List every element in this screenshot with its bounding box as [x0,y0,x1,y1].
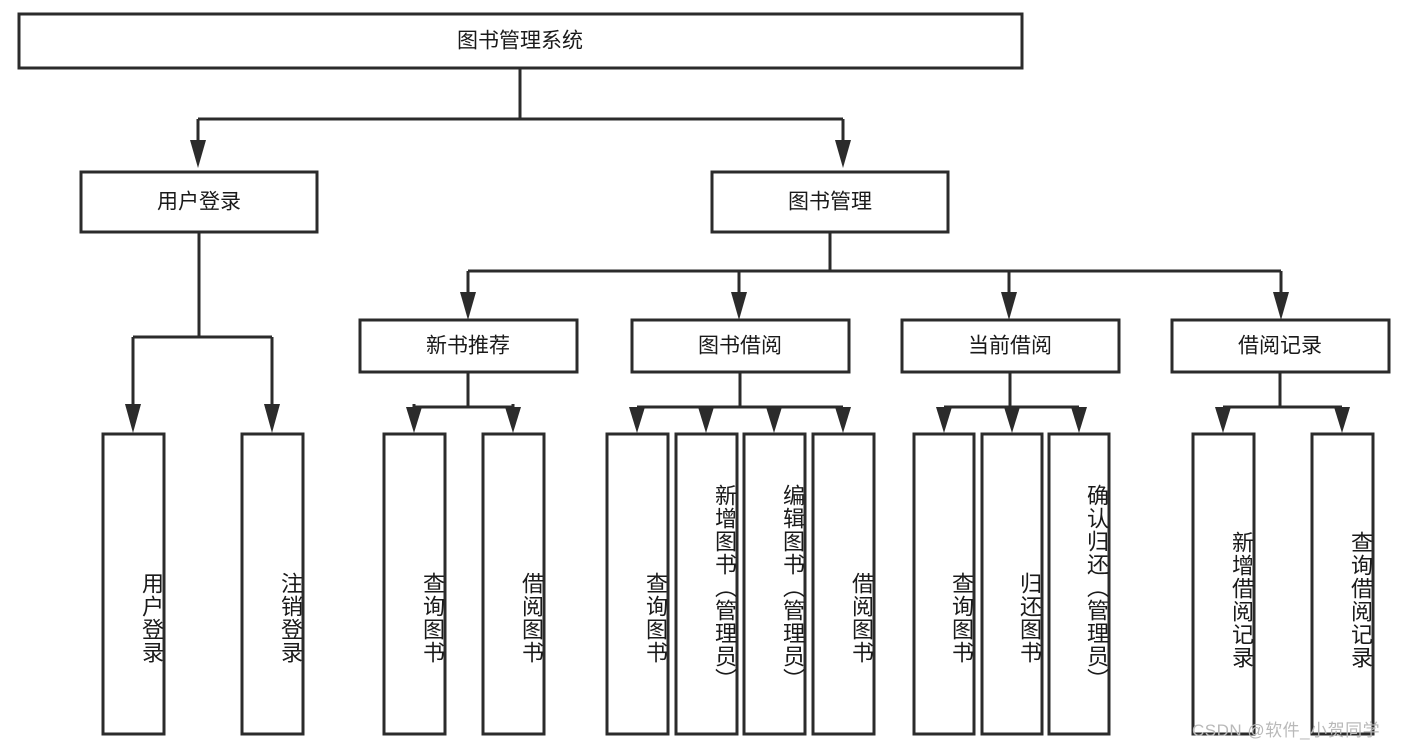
user-login-label: 用户登录 [157,191,241,214]
leaf-box-user-login-1[interactable] [101,432,166,736]
connector-current-borrow-to-leaves [936,372,1087,433]
arrow-to-book-management [835,140,851,168]
connector-book-management-to-level2 [460,232,1289,320]
leaf-box-borrow-record-2[interactable] [1310,432,1375,736]
user-login-box[interactable] [79,170,319,234]
leaf-box-new-book-1[interactable] [382,432,447,736]
connector-borrow-record-to-leaves [1215,372,1350,433]
book-management-label: 图书管理 [788,191,872,214]
leaf-box-borrow-record-1[interactable] [1191,432,1256,736]
leaf-box-book-borrow-2[interactable] [674,432,739,736]
leaf-box-current-borrow-3[interactable] [1047,432,1111,736]
leaf-box-current-borrow-1[interactable] [912,432,976,736]
book-borrow-label: 图书借阅 [698,335,782,358]
current-borrow-label: 当前借阅 [968,335,1052,358]
node-book-borrow[interactable]: 图书借阅 [630,318,851,374]
node-current-borrow[interactable]: 当前借阅 [900,318,1121,374]
connector-root-to-level1 [190,68,851,168]
arrow-to-user-login [190,140,206,168]
leaf-box-book-borrow-3[interactable] [742,432,807,736]
connector-new-book-recommend-to-leaves [406,372,521,433]
borrow-record-label: 借阅记录 [1238,335,1322,358]
node-root[interactable]: 图书管理系统 [17,12,1024,70]
leaf-box-new-book-2[interactable] [481,432,546,736]
node-borrow-record[interactable]: 借阅记录 [1170,318,1391,374]
node-new-book-recommend[interactable]: 新书推荐 [358,318,579,374]
new-book-recommend-label: 新书推荐 [426,335,510,358]
leaf-box-user-login-2[interactable] [240,432,305,736]
leaf-box-current-borrow-2[interactable] [980,432,1044,736]
leaf-box-book-borrow-1[interactable] [605,432,670,736]
root-label: 图书管理系统 [457,30,583,53]
node-user-login[interactable]: 用户登录 [79,170,319,234]
new-book-recommend-box[interactable] [358,318,579,374]
current-borrow-box[interactable] [900,318,1121,374]
csdn-watermark: CSDN @软件_小贺同学 [1192,721,1381,740]
node-book-management[interactable]: 图书管理 [710,170,950,234]
connector-user-login-to-leaves [125,232,280,433]
leaf-box-book-borrow-4[interactable] [811,432,876,736]
connector-book-borrow-to-leaves [629,372,851,433]
root-box[interactable] [17,12,1024,70]
